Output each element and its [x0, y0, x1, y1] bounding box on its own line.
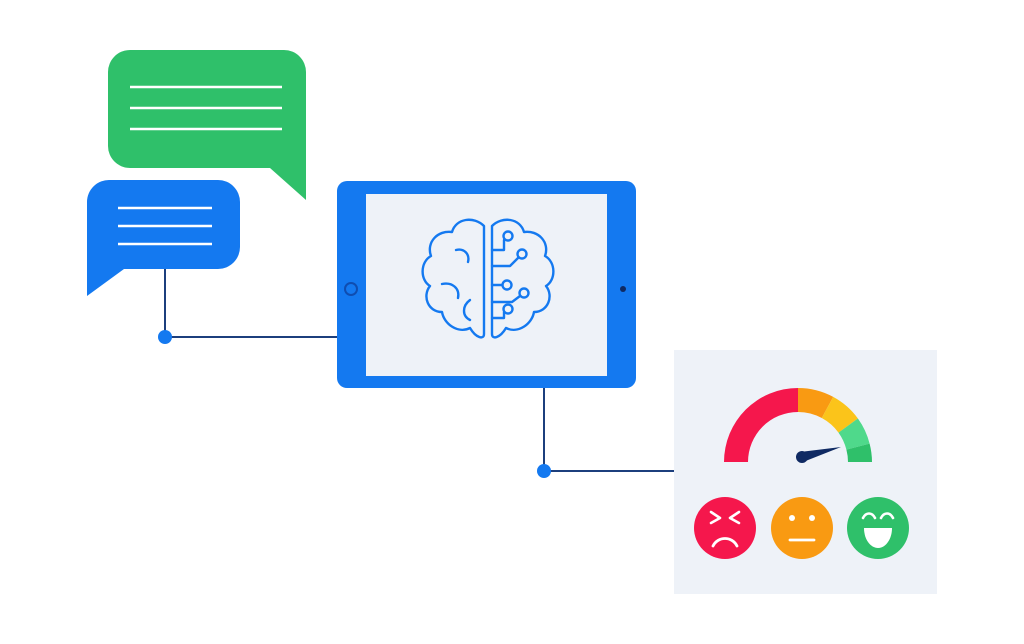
brain-circuit-trace: [490, 310, 506, 320]
brain-circuit-node: [516, 248, 528, 260]
angry-face-eye-right: [728, 510, 741, 525]
brain-right-hemisphere: [490, 218, 555, 339]
gauge-segment-orange: [798, 388, 834, 418]
brain-left-hemisphere: [421, 218, 486, 339]
happy-face-eye-right: [879, 512, 895, 520]
gauge-needle: [796, 447, 841, 463]
angry-face-mouth: [711, 537, 739, 548]
neutral-face-eye-left: [789, 515, 795, 521]
gauge-segment-light-green: [838, 418, 870, 450]
chat-bubble-green: [108, 50, 306, 200]
brain-left-fold: [462, 298, 472, 322]
sentiment-gauge: [724, 388, 872, 463]
brain-circuit-node: [502, 303, 514, 315]
chat-bubble-green-shape: [108, 50, 306, 200]
connector-dot-tablet: [537, 464, 551, 478]
tablet-camera: [620, 286, 626, 292]
angry-face-eye-left: [709, 510, 722, 525]
angry-face-icon: [694, 497, 756, 559]
chat-bubble-blue-shape: [86, 179, 240, 296]
gauge-segment-green: [846, 443, 872, 462]
gauge-segment-yellow: [821, 396, 858, 433]
brain-circuit-trace: [490, 238, 506, 252]
brain-circuit-node: [502, 230, 514, 242]
connector-dot-chat: [158, 330, 172, 344]
neutral-face-circle: [771, 497, 833, 559]
brain-left-fold: [440, 282, 460, 300]
happy-face-icon: [847, 497, 909, 559]
happy-face-eye-left: [861, 512, 877, 520]
brain-circuit-node: [501, 279, 513, 291]
brain-circuit-icon: [421, 218, 555, 339]
happy-face-mouth: [864, 528, 892, 548]
brain-circuit-trace: [490, 256, 520, 268]
chat-bubble-blue: [86, 179, 240, 296]
sentiment-panel: [674, 350, 937, 594]
brain-circuit-trace: [490, 294, 522, 304]
connector-lines: [158, 268, 675, 478]
brain-circuit-node: [518, 287, 530, 299]
neutral-face-icon: [771, 497, 833, 559]
angry-face-circle: [694, 497, 756, 559]
gauge-segment-red: [724, 388, 798, 462]
neutral-face-eye-right: [809, 515, 815, 521]
tablet-screen: [366, 194, 607, 376]
gauge-needle-hub: [796, 451, 808, 463]
tablet-home-button: [344, 282, 358, 296]
tablet: [337, 181, 636, 388]
gauge-needle-pointer: [800, 447, 841, 462]
brain-left-fold: [454, 248, 470, 264]
